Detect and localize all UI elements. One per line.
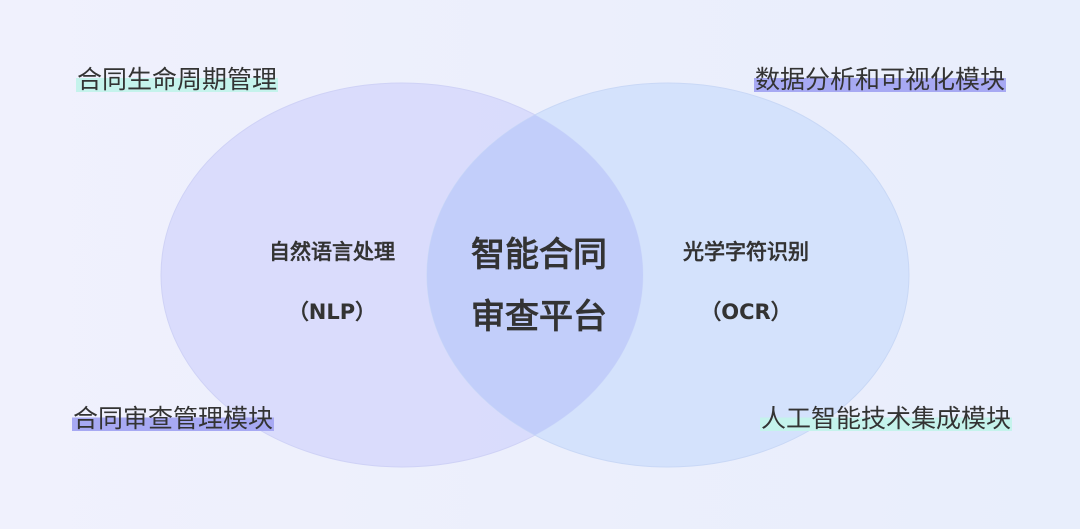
nlp-title: 自然语言处理 — [269, 240, 395, 264]
label-contract-lifecycle: 合同生命周期管理 — [76, 65, 279, 94]
center-title-line1: 智能合同 — [471, 235, 607, 275]
ocr-title: 光学字符识别 — [683, 240, 809, 264]
label-ai-integration: 人工智能技术集成模块 — [760, 404, 1013, 433]
label-data-analysis: 数据分析和可视化模块 — [754, 65, 1007, 94]
ocr-abbr: （OCR） — [700, 300, 792, 324]
overlap-region — [427, 83, 643, 467]
nlp-abbr: （NLP） — [287, 300, 377, 324]
center-title-line2: 审查平台 — [471, 297, 607, 337]
label-contract-review: 合同审查管理模块 — [72, 404, 275, 433]
